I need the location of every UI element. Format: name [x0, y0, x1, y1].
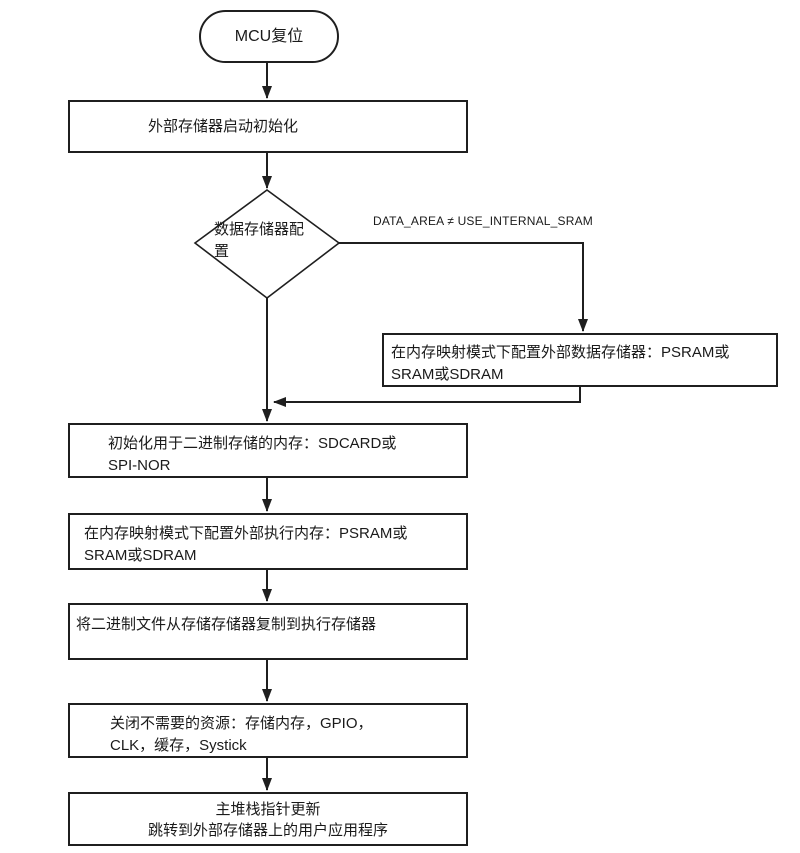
edge-config-data-merge — [273, 387, 581, 407]
node-boot-init: 外部存储器启动初始化 — [68, 100, 468, 153]
node-copy-binary: 将二进制文件从存储存储器复制到执行存储器 — [68, 603, 468, 660]
config-data-line1: 在内存映射模式下配置外部数据存储器：PSRAM或 — [391, 344, 730, 361]
node-decision-label: 数据存储器配 置 — [214, 219, 326, 263]
node-config-ext-data-mem: 在内存映射模式下配置外部数据存储器：PSRAM或 SRAM或SDRAM — [382, 333, 778, 387]
jump-line2: 跳转到外部存储器上的用户应用程序 — [147, 822, 388, 839]
close-resources-line2: CLK，缓存，Systick — [110, 737, 247, 754]
node-start-terminator: MCU复位 — [199, 10, 339, 63]
config-exec-line2: SRAM或SDRAM — [84, 547, 197, 564]
config-exec-line1: 在内存映射模式下配置外部执行内存：PSRAM或 — [84, 525, 408, 542]
decision-diamond-shape — [193, 189, 341, 300]
decision-label-line1: 数据存储器配 — [214, 221, 305, 238]
node-config-exec-mem: 在内存映射模式下配置外部执行内存：PSRAM或 SRAM或SDRAM — [68, 513, 468, 570]
config-data-line2: SRAM或SDRAM — [391, 366, 504, 383]
node-init-binary-storage: 初始化用于二进制存储的内存：SDCARD或 SPI-NOR — [68, 423, 468, 478]
node-boot-init-label: 外部存储器启动初始化 — [148, 117, 299, 135]
edge-decision-branch-to-config-data — [339, 242, 588, 332]
node-update-msp-jump: 主堆栈指针更新 跳转到外部存储器上的用户应用程序 — [68, 792, 468, 846]
branch-condition-label: DATA_AREA ≠ USE_INTERNAL_SRAM — [373, 214, 594, 228]
node-close-resources: 关闭不需要的资源：存储内存，GPIO， CLK，缓存，Systick — [68, 703, 468, 758]
init-binary-line1: 初始化用于二进制存储的内存：SDCARD或 — [108, 435, 397, 452]
init-binary-line2: SPI-NOR — [108, 457, 171, 474]
copy-binary-label: 将二进制文件从存储存储器复制到执行存储器 — [76, 616, 377, 633]
close-resources-line1: 关闭不需要的资源：存储内存，GPIO， — [110, 715, 373, 732]
node-start-label: MCU复位 — [234, 27, 304, 45]
decision-label-line2: 置 — [214, 243, 230, 260]
jump-line1: 主堆栈指针更新 — [215, 801, 321, 818]
